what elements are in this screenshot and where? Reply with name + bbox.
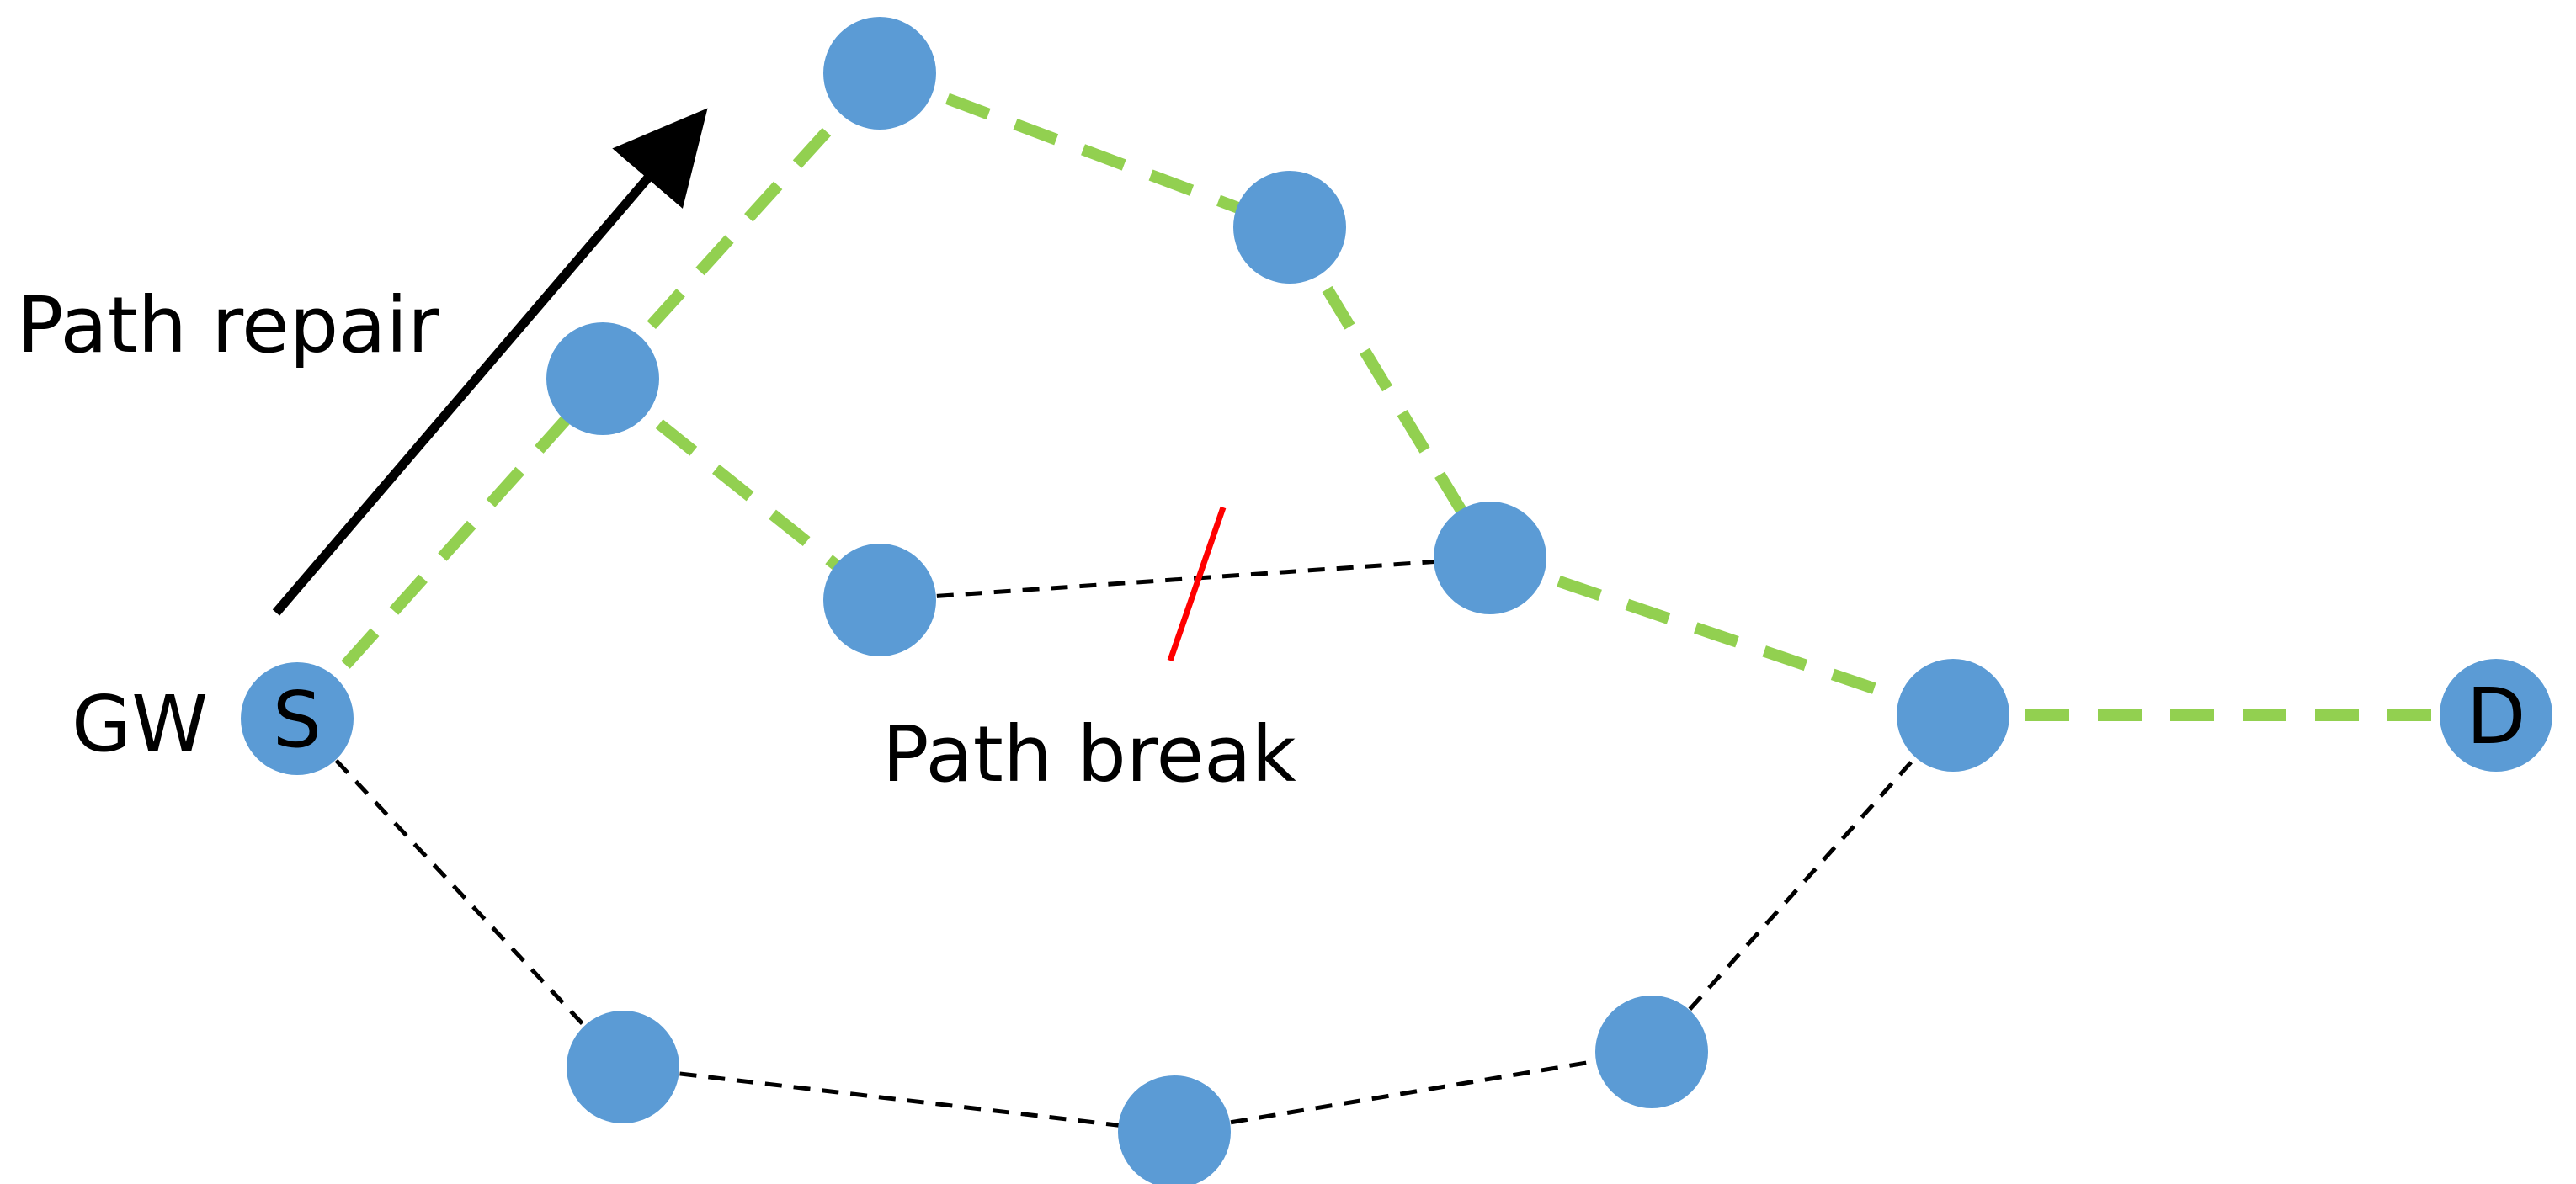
break-mark (1167, 506, 1227, 662)
link-bottom1-bottom2 (622, 1065, 1175, 1134)
node-source (241, 662, 354, 775)
node-top (823, 17, 936, 130)
node-top-right (1233, 171, 1346, 284)
green-link-top-right (877, 67, 1292, 233)
path-break-label: Path break (882, 709, 1297, 799)
green-link-mid-top (598, 69, 885, 383)
node-bottom-3 (1595, 996, 1708, 1108)
link-broken (879, 555, 1491, 603)
node-destination (2440, 659, 2552, 772)
repaired-path (292, 67, 2496, 723)
destination-node-label: D (2467, 672, 2526, 762)
node-mid (546, 322, 659, 435)
link-bottom2-bottom3 (1174, 1049, 1653, 1134)
node-bottom-2 (1118, 1075, 1231, 1184)
gateway-label: GW (72, 679, 208, 769)
green-link-s-mid (292, 374, 608, 723)
node-break-left (823, 544, 936, 656)
nodes (241, 17, 2552, 1184)
path-repair-label: Path repair (17, 280, 439, 370)
link-bottom3-junction (1650, 714, 1955, 1054)
node-center (1434, 502, 1546, 614)
source-node-label: S (273, 675, 322, 765)
green-link-center-junction (1488, 552, 1956, 721)
green-link-mid-break (599, 374, 884, 605)
node-bottom-1 (567, 1011, 679, 1123)
backup-links (295, 555, 1955, 1134)
node-junction (1897, 659, 2009, 772)
path-repair-arrow (272, 108, 708, 616)
green-link-right-center (1285, 224, 1495, 561)
link-s-bottom1 (295, 717, 625, 1069)
